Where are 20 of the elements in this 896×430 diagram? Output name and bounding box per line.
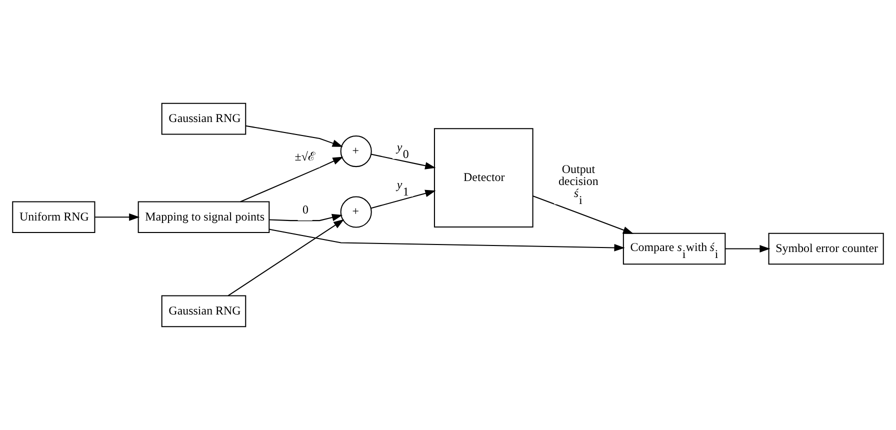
arrow [246, 125, 343, 147]
arrow [726, 245, 770, 252]
arrow [370, 190, 436, 209]
node-box: Gaussian RNG [161, 102, 246, 135]
node-box: Detector [434, 128, 534, 228]
node-box: Uniform RNG [12, 201, 96, 234]
arrow [228, 219, 344, 296]
node-box: Mapping to signal points [138, 201, 270, 234]
arrow [371, 154, 436, 170]
node-box: Symbol error counter [768, 232, 884, 265]
arrow [532, 196, 634, 234]
edge-label: ±√ℰ [294, 149, 315, 164]
edge-label: 0 [302, 202, 308, 216]
arrow [240, 156, 344, 202]
arrow [95, 213, 140, 221]
node-circle: + [340, 136, 372, 168]
arrow [269, 228, 625, 252]
arrow [269, 214, 343, 222]
node-circle: + [340, 196, 372, 228]
node-box: Gaussian RNG [161, 295, 246, 328]
